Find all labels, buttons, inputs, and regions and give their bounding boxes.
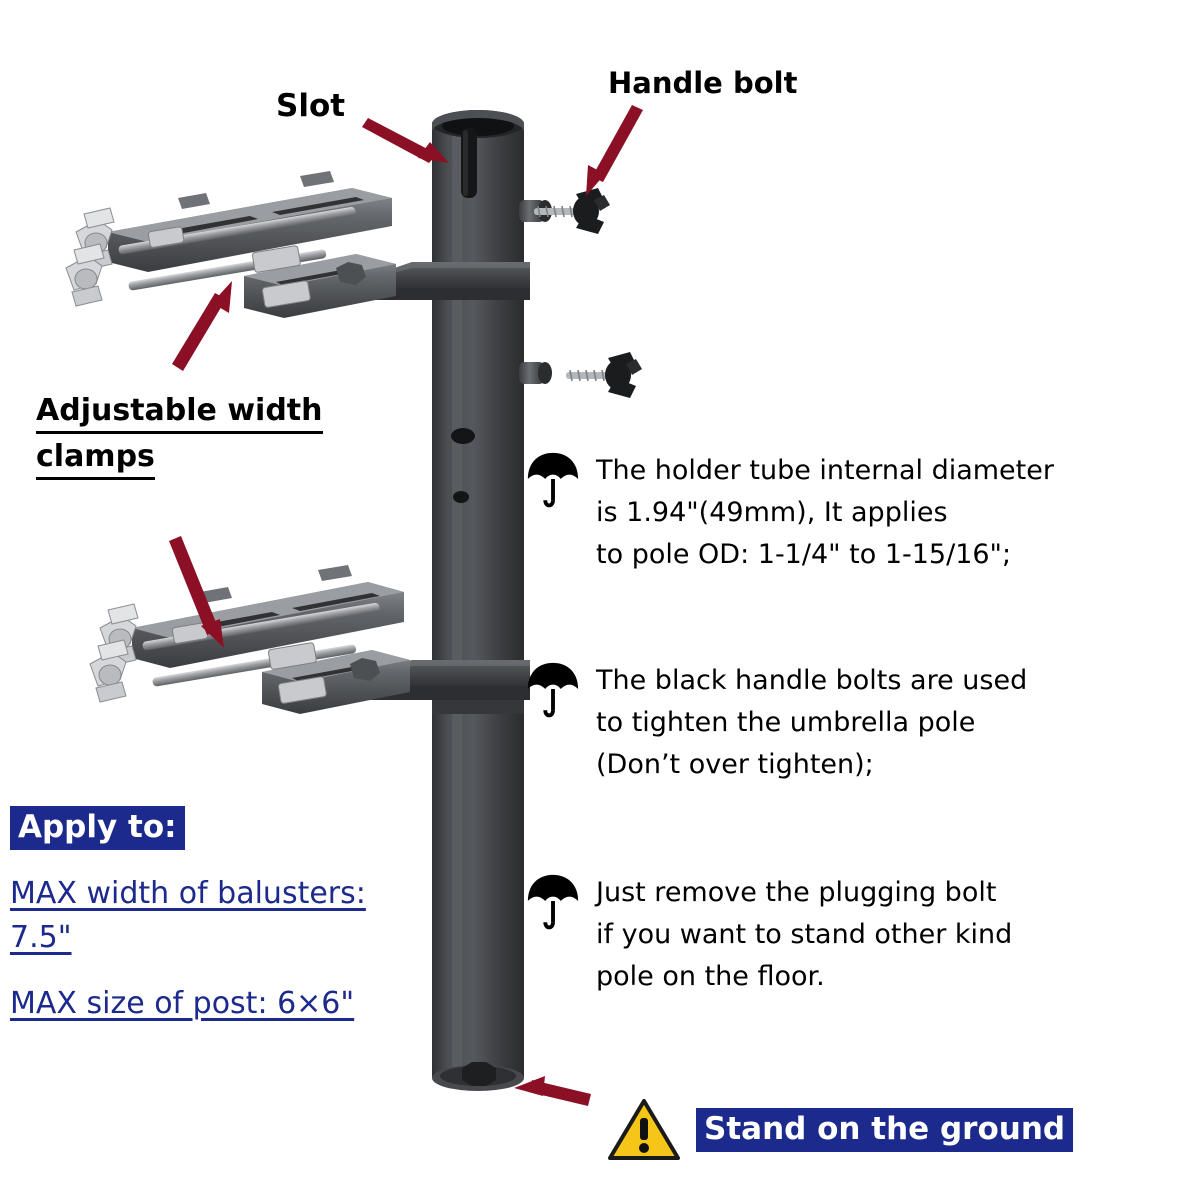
handle-bolt-lower [566,352,642,398]
note-text-2: The black handle bolts are used to tight… [596,665,1028,780]
callout-slot-label: Slot [276,88,346,124]
note-item-1: The holder tube internal diameter is 1.9… [524,450,1054,576]
apply-line-2: MAX size of post: 6×6" [10,986,355,1021]
callout-clamps-line2: clamps [36,438,323,480]
lower-clamp-assembly [89,565,410,714]
wing-nut-lower-2 [89,639,129,703]
arrow-ground [514,1076,591,1106]
arrow-upper-clamp [172,281,232,371]
callout-arrows [169,105,643,1106]
arrow-lower-clamp [169,536,224,648]
note-text-1: The holder tube internal diameter is 1.9… [596,455,1054,570]
callout-clamps: Adjustable width clamps [36,392,323,480]
umbrella-icon [527,662,579,718]
stand-on-ground-badge: Stand on the ground [608,1098,1074,1162]
upper-clamp-assembly [65,171,396,318]
apply-to-heading: Apply to: [10,806,185,850]
wing-nut-upper-2 [65,243,105,307]
stand-on-ground-label: Stand on the ground [696,1108,1074,1152]
umbrella-icon [527,452,579,508]
note-text-3: Just remove the plugging bolt if you wan… [596,877,1013,992]
arrow-handle-bolt [586,105,643,196]
note-item-3: Just remove the plugging bolt if you wan… [524,872,1012,998]
handle-bolt-upper [534,188,610,234]
apply-line-1: MAX width of balusters: 7.5" [10,876,366,955]
arrow-slot [362,118,449,163]
apply-to-block: Apply to: MAX width of balusters: 7.5" M… [10,806,450,1026]
umbrella-icon [527,874,579,930]
note-item-2: The black handle bolts are used to tight… [524,660,1027,786]
callout-handle-bolt-label: Handle bolt [608,66,798,100]
callout-clamps-line1: Adjustable width [36,392,323,434]
warning-triangle-icon [608,1099,680,1160]
